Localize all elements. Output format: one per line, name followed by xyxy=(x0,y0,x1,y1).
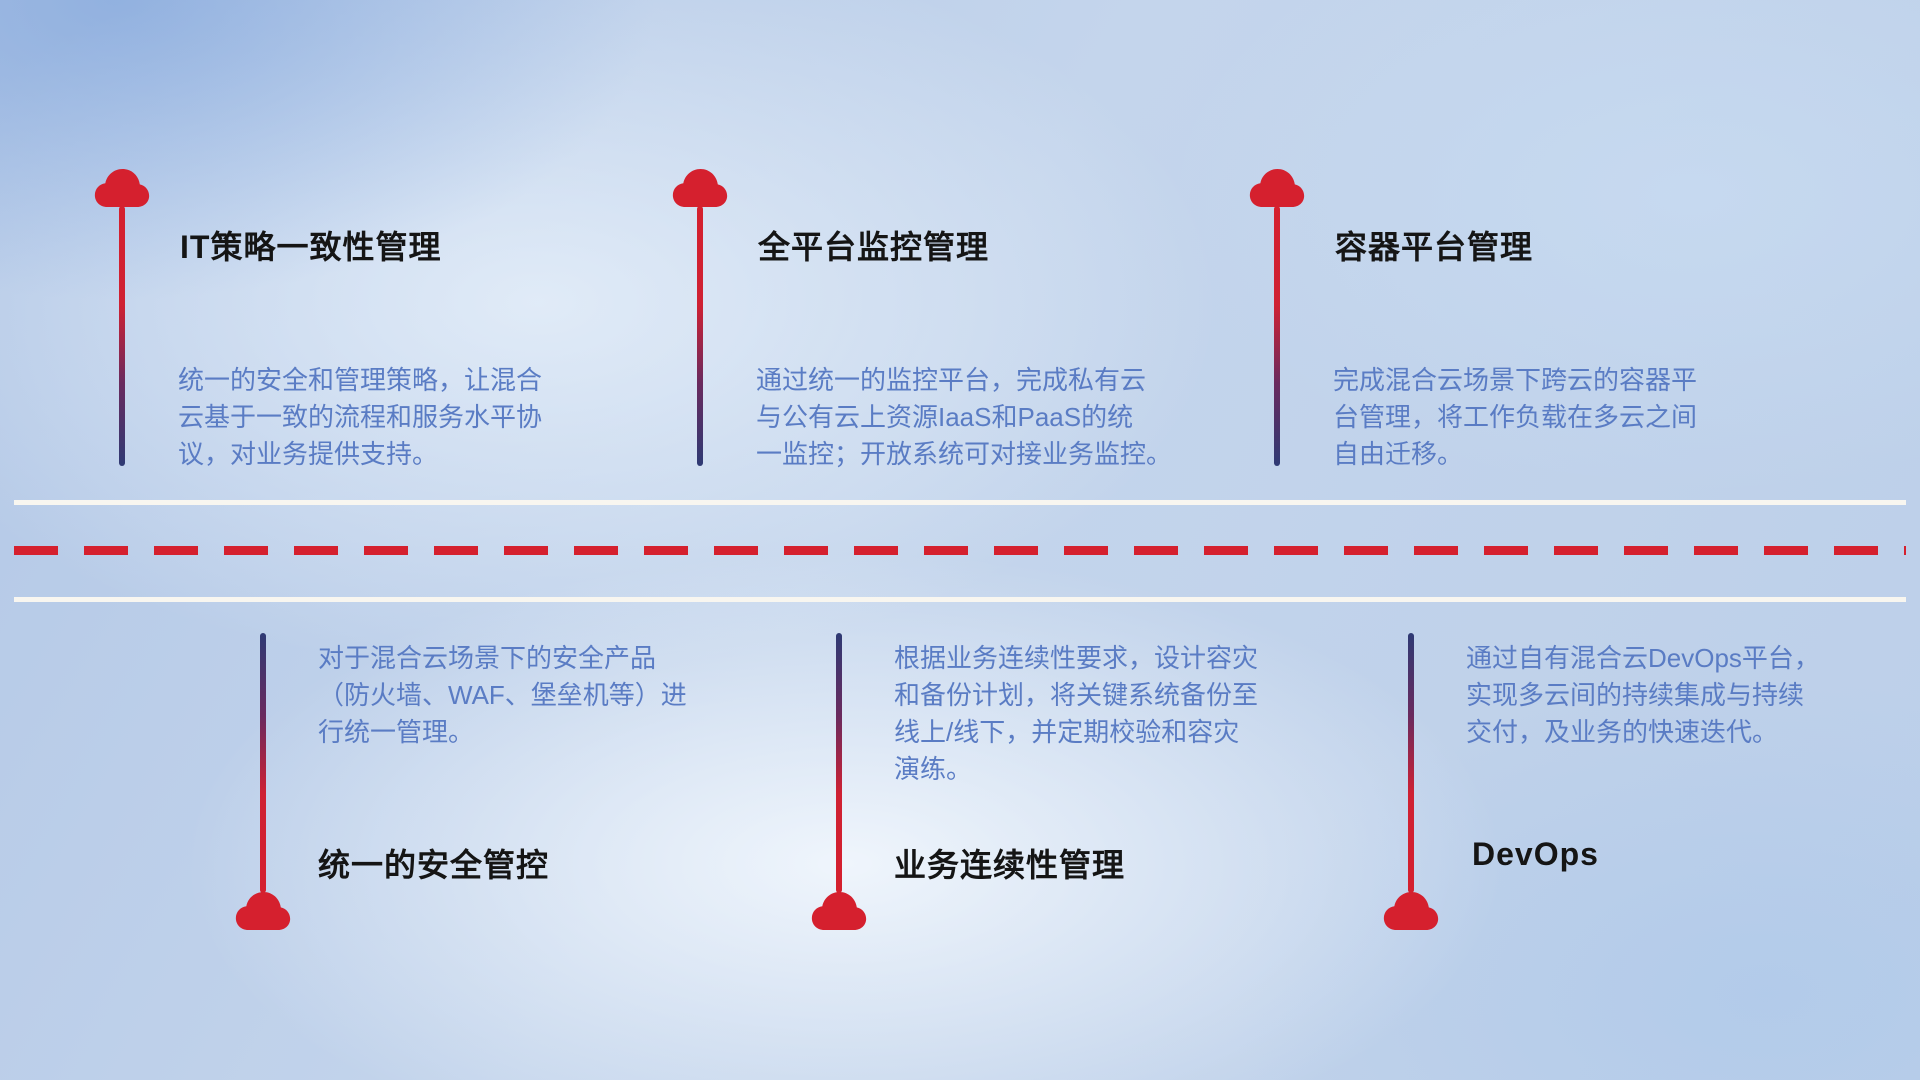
cloud-icon xyxy=(93,168,151,208)
feature-description: 完成混合云场景下跨云的容器平 台管理，将工作负载在多云之间 自由迁移。 xyxy=(1333,365,1698,469)
connector-line xyxy=(836,633,842,893)
feature-title: 业务连续性管理 xyxy=(894,847,1126,883)
feature-title: 容器平台管理 xyxy=(1335,229,1534,265)
feature-title: 统一的安全管控 xyxy=(318,847,550,883)
road-top-line xyxy=(14,500,1906,505)
road-bottom-line xyxy=(14,597,1906,602)
road-dashed-line xyxy=(14,546,1906,555)
feature-description: 通过自有混合云DevOps平台， 实现多云间的持续集成与持续 交付，及业务的快速… xyxy=(1466,643,1820,747)
connector-line xyxy=(697,206,703,466)
cloud-icon xyxy=(671,168,729,208)
feature-description: 统一的安全和管理策略，让混合 云基于一致的流程和服务水平协 议，对业务提供支持。 xyxy=(178,365,543,469)
connector-line xyxy=(1408,633,1414,893)
cloud-icon xyxy=(1382,891,1440,931)
connector-line xyxy=(1274,206,1280,466)
connector-line xyxy=(119,206,125,466)
cloud-icon xyxy=(810,891,868,931)
connector-line xyxy=(260,633,266,893)
feature-title: IT策略一致性管理 xyxy=(180,229,442,265)
feature-title: DevOps xyxy=(1472,836,1599,872)
cloud-icon xyxy=(1248,168,1306,208)
feature-title: 全平台监控管理 xyxy=(758,229,990,265)
feature-description: 对于混合云场景下的安全产品 （防火墙、WAF、堡垒机等）进 行统一管理。 xyxy=(318,643,687,747)
feature-description: 通过统一的监控平台，完成私有云 与公有云上资源IaaS和PaaS的统 一监控；开… xyxy=(756,365,1173,469)
cloud-icon xyxy=(234,891,292,931)
feature-description: 根据业务连续性要求，设计容灾 和备份计划，将关键系统备份至 线上/线下，并定期校… xyxy=(894,643,1259,784)
